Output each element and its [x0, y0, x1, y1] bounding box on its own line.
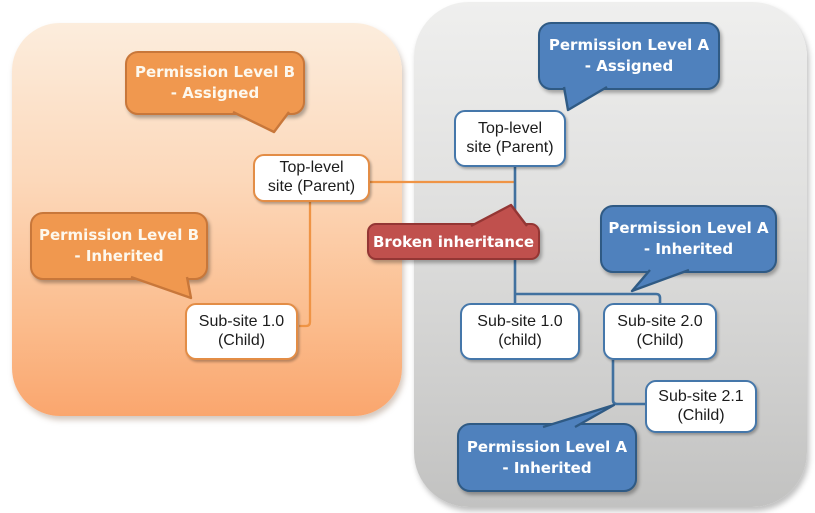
callout-text-line1: Permission Level B — [38, 226, 200, 244]
callout-text-line1: Permission Level B — [134, 63, 296, 81]
callout-permission-b-assigned: Permission Level B - Assigned — [125, 51, 305, 115]
node-sub-site-20: Sub-site 2.0 (Child) — [603, 303, 717, 360]
callout-text-line1: Permission Level A — [548, 36, 710, 54]
callout-text-line2: - Assigned — [584, 57, 674, 75]
callout-permission-a-inherited-bottom: Permission Level A - Inherited — [457, 423, 637, 492]
node-sub-site-10-right: Sub-site 1.0 (child) — [460, 303, 580, 360]
node-text-line2: (child) — [498, 331, 542, 349]
node-sub-site-21: Sub-site 2.1 (Child) — [645, 380, 757, 433]
broken-inheritance-label: Broken inheritance — [367, 223, 540, 260]
callout-text-line1: Permission Level A — [608, 219, 769, 237]
node-text-line1: Top-level — [477, 119, 543, 137]
callout-text-line2: - Inherited — [643, 240, 734, 258]
node-text-line1: Sub-site 1.0 — [198, 312, 285, 330]
node-top-level-site-left: Top-level site (Parent) — [253, 154, 370, 202]
node-text-line2: (Child) — [217, 331, 266, 349]
node-text-line2: (Child) — [677, 406, 725, 424]
node-top-level-site-right: Top-level site (Parent) — [454, 110, 566, 167]
node-text-line1: Sub-site 1.0 — [477, 312, 563, 330]
node-text-line2: (Child) — [636, 331, 684, 349]
callout-text-line1: Permission Level A — [466, 437, 628, 456]
node-sub-site-10-left: Sub-site 1.0 (Child) — [185, 303, 298, 360]
node-text-line1: Sub-site 2.1 — [658, 387, 744, 405]
broken-inheritance-text: Broken inheritance — [372, 232, 535, 251]
callout-text-line2: - Assigned — [170, 84, 260, 102]
callout-permission-a-assigned: Permission Level A - Assigned — [538, 22, 720, 90]
node-text-line2: site (Parent) — [466, 138, 554, 156]
node-text-line1: Top-level — [279, 159, 344, 177]
callout-permission-b-inherited: Permission Level B - Inherited — [30, 212, 208, 280]
node-text-line1: Sub-site 2.0 — [617, 312, 703, 330]
callout-permission-a-inherited-mid: Permission Level A - Inherited — [600, 205, 777, 273]
callout-text-line2: - Inherited — [502, 458, 592, 477]
node-text-line2: site (Parent) — [267, 178, 356, 195]
callout-text-line2: - Inherited — [74, 247, 164, 265]
